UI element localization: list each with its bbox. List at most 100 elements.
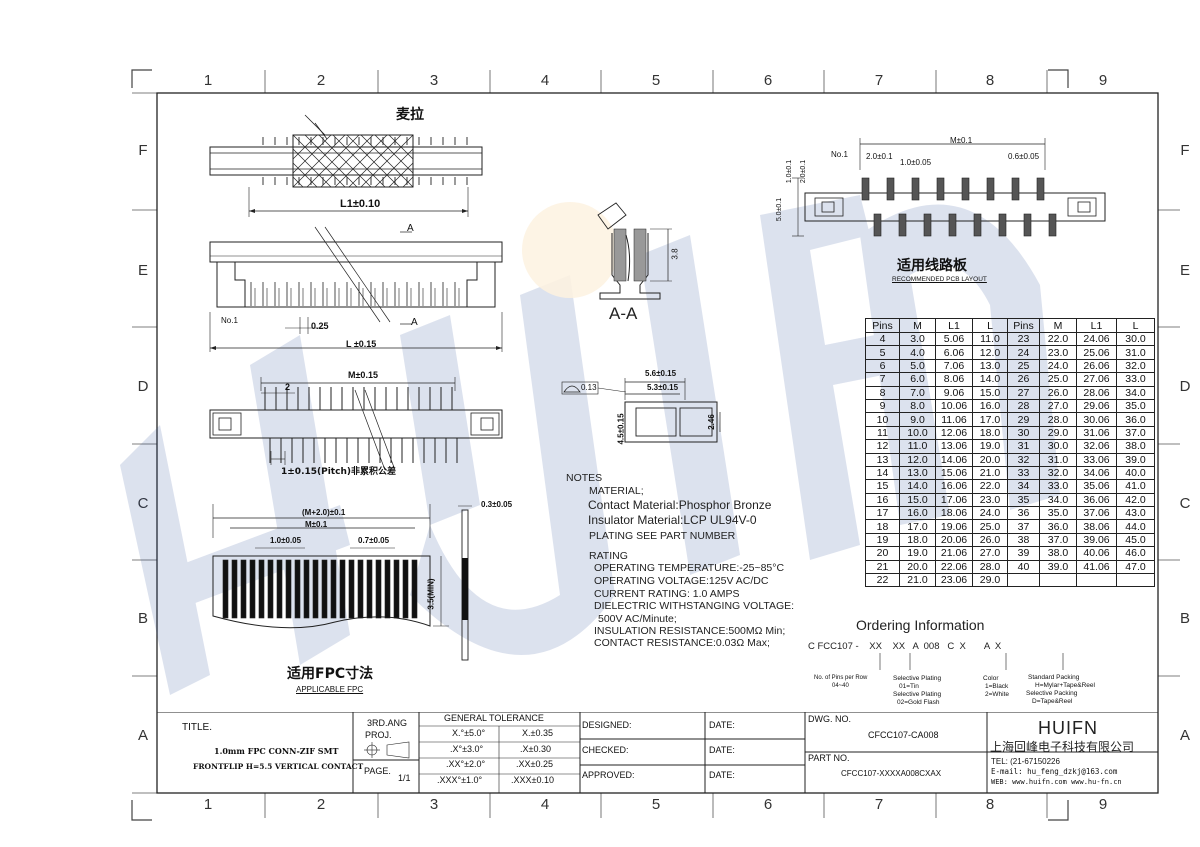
tol-0-0: X.°±5.0° — [452, 728, 486, 738]
table-cell: 13.0 — [972, 358, 1008, 374]
table-cell — [1116, 573, 1155, 588]
table-cell: 34.0 — [1116, 385, 1155, 400]
table-cell: 27.0 — [972, 546, 1008, 561]
zone-row-E: E — [137, 262, 148, 279]
table-cell: 38 — [1007, 532, 1040, 548]
table-cell: 25.06 — [1076, 345, 1117, 360]
ordering-p3: Color — [983, 675, 999, 682]
table-cell: 21.0 — [972, 465, 1008, 481]
drawing-shape — [222, 559, 229, 619]
table-cell: 15.06 — [935, 465, 973, 481]
table-cell: 11.0 — [899, 439, 936, 454]
table-cell: 40 — [1007, 559, 1040, 575]
table-cell: 33 — [1007, 465, 1040, 481]
zone-col-6-bottom: 6 — [763, 796, 773, 813]
table-cell: 27.0 — [1039, 398, 1077, 414]
company-name: 上海回峰电子科技有限公司 — [990, 740, 1135, 754]
table-cell: 6.06 — [935, 345, 973, 360]
page-number: 1/1 — [398, 773, 411, 783]
zone-row-E-right: E — [1179, 262, 1190, 279]
table-cell: 44.0 — [1116, 519, 1155, 534]
pcb-subtitle: RECOMMENDED PCB LAYOUT — [892, 276, 987, 283]
table-cell: 20.0 — [972, 452, 1008, 467]
table-cell: 27.06 — [1076, 372, 1117, 387]
table-cell: 40.0 — [1116, 465, 1155, 481]
table-cell: 18.06 — [935, 506, 973, 521]
zone-col-3-bottom: 3 — [429, 796, 439, 813]
zone-col-7-bottom: 7 — [874, 796, 884, 813]
zone-row-F: F — [138, 142, 148, 159]
drawing-shape — [330, 559, 337, 619]
checked-label: CHECKED: — [582, 745, 629, 755]
table-cell: 40.06 — [1076, 546, 1117, 561]
table-cell: 6.0 — [899, 372, 936, 387]
company-email: E-mail: hu_feng_dzkj@163.com — [991, 767, 1118, 776]
table-cell: 4 — [865, 331, 900, 347]
table-cell: 5.06 — [935, 331, 973, 347]
table-cell: 37 — [1007, 519, 1040, 534]
drawing-shape — [231, 559, 238, 619]
table-cell: 5 — [865, 345, 900, 360]
drawing-shape — [998, 213, 1007, 237]
table-cell: 28.0 — [1039, 412, 1077, 427]
zone-col-2-bottom: 2 — [316, 796, 326, 813]
table-cell: 22.0 — [1039, 331, 1077, 347]
table-cell: 15.0 — [972, 385, 1008, 400]
drawing-shape — [948, 213, 957, 237]
ordering-title: Ordering Information — [856, 617, 985, 633]
tolerance-title: GENERAL TOLERANCE — [444, 713, 544, 723]
table-cell: 12.0 — [972, 345, 1008, 360]
pcb-dim-0-6: 0.6±0.05 — [1008, 152, 1040, 161]
table-cell: 26 — [1007, 372, 1040, 387]
notes-r7: CONTACT RESISTANCE:0.03Ω Max; — [594, 637, 770, 649]
designed-label: DESIGNED: — [582, 720, 632, 730]
table-cell: 18.0 — [899, 532, 936, 548]
table-cell: 9.0 — [899, 412, 936, 427]
table-cell: 17.0 — [899, 519, 936, 534]
table-cell: 35.0 — [1116, 398, 1155, 414]
side-5-6: 5.6±0.15 — [645, 369, 677, 378]
table-cell: 30 — [1007, 425, 1040, 441]
table-cell: 7.06 — [935, 358, 973, 374]
zone-col-9: 9 — [1098, 72, 1108, 89]
bottom-view — [209, 377, 503, 471]
table-cell: 6 — [865, 358, 900, 374]
drawing-shape — [294, 559, 301, 619]
dim-l1: L1±0.10 — [340, 198, 381, 210]
table-cell: 13.06 — [935, 439, 973, 454]
date-label-2: DATE: — [709, 745, 735, 755]
dim-m-bottom: M±0.15 — [348, 370, 378, 380]
drawing-shape — [339, 559, 346, 619]
table-cell: 39.06 — [1076, 532, 1117, 548]
table-cell: 34.0 — [1039, 492, 1077, 508]
zone-col-9-bottom: 9 — [1098, 796, 1108, 813]
approved-label: APPROVED: — [582, 770, 635, 780]
table-cell: 35 — [1007, 492, 1040, 508]
table-header: L1 — [1076, 318, 1117, 333]
tol-2-1: .XX±0.25 — [516, 759, 553, 769]
drawing-shape — [375, 559, 382, 619]
table-header: L1 — [935, 318, 973, 333]
pcb-dim-v1: 1.0±0.1 — [786, 159, 794, 184]
table-cell: 32.06 — [1076, 439, 1117, 454]
drawing-shape — [973, 213, 982, 237]
drawing-shape — [285, 559, 292, 619]
table-cell: 16.06 — [935, 479, 973, 494]
table-cell: 33.0 — [1039, 479, 1077, 494]
table-cell: 28.06 — [1076, 385, 1117, 400]
notes-r1: OPERATING TEMPERATURE:-25~85°C — [594, 562, 785, 574]
drawing-shape — [1048, 213, 1057, 237]
ordering-p2d: 02=Gold Flash — [897, 699, 940, 706]
zone-row-A-right: A — [1179, 727, 1190, 744]
notes-insulator: Insulator Material:LCP UL94V-0 — [588, 513, 757, 527]
part-no: CFCC107-XXXXA008CXAX — [841, 769, 942, 778]
table-cell: 37.0 — [1116, 425, 1155, 441]
pcb-dim-1-0: 1.0±0.05 — [900, 158, 932, 167]
drawing-shape — [393, 559, 400, 619]
table-cell: 38.0 — [1039, 546, 1077, 561]
